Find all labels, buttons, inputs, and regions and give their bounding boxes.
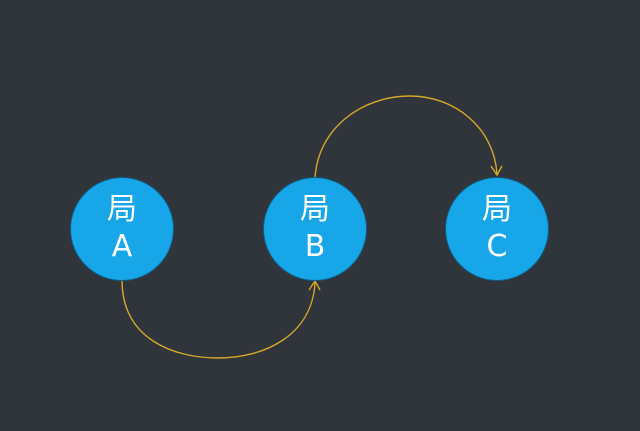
arrowhead-c: [490, 165, 503, 177]
node-b: 局 B: [264, 178, 366, 280]
node-a-char: 局: [107, 192, 137, 227]
node-c-char: 局: [482, 192, 512, 227]
node-c-letter: C: [486, 229, 508, 264]
arrowhead-b: [308, 279, 321, 291]
node-a: 局 A: [71, 178, 173, 280]
arrow-b-to-c: [314, 95, 498, 179]
node-b-letter: B: [304, 229, 326, 264]
arrow-a-to-b: [121, 279, 316, 359]
node-c: 局 C: [446, 178, 548, 280]
node-b-char: 局: [300, 192, 330, 227]
node-a-letter: A: [111, 229, 133, 264]
